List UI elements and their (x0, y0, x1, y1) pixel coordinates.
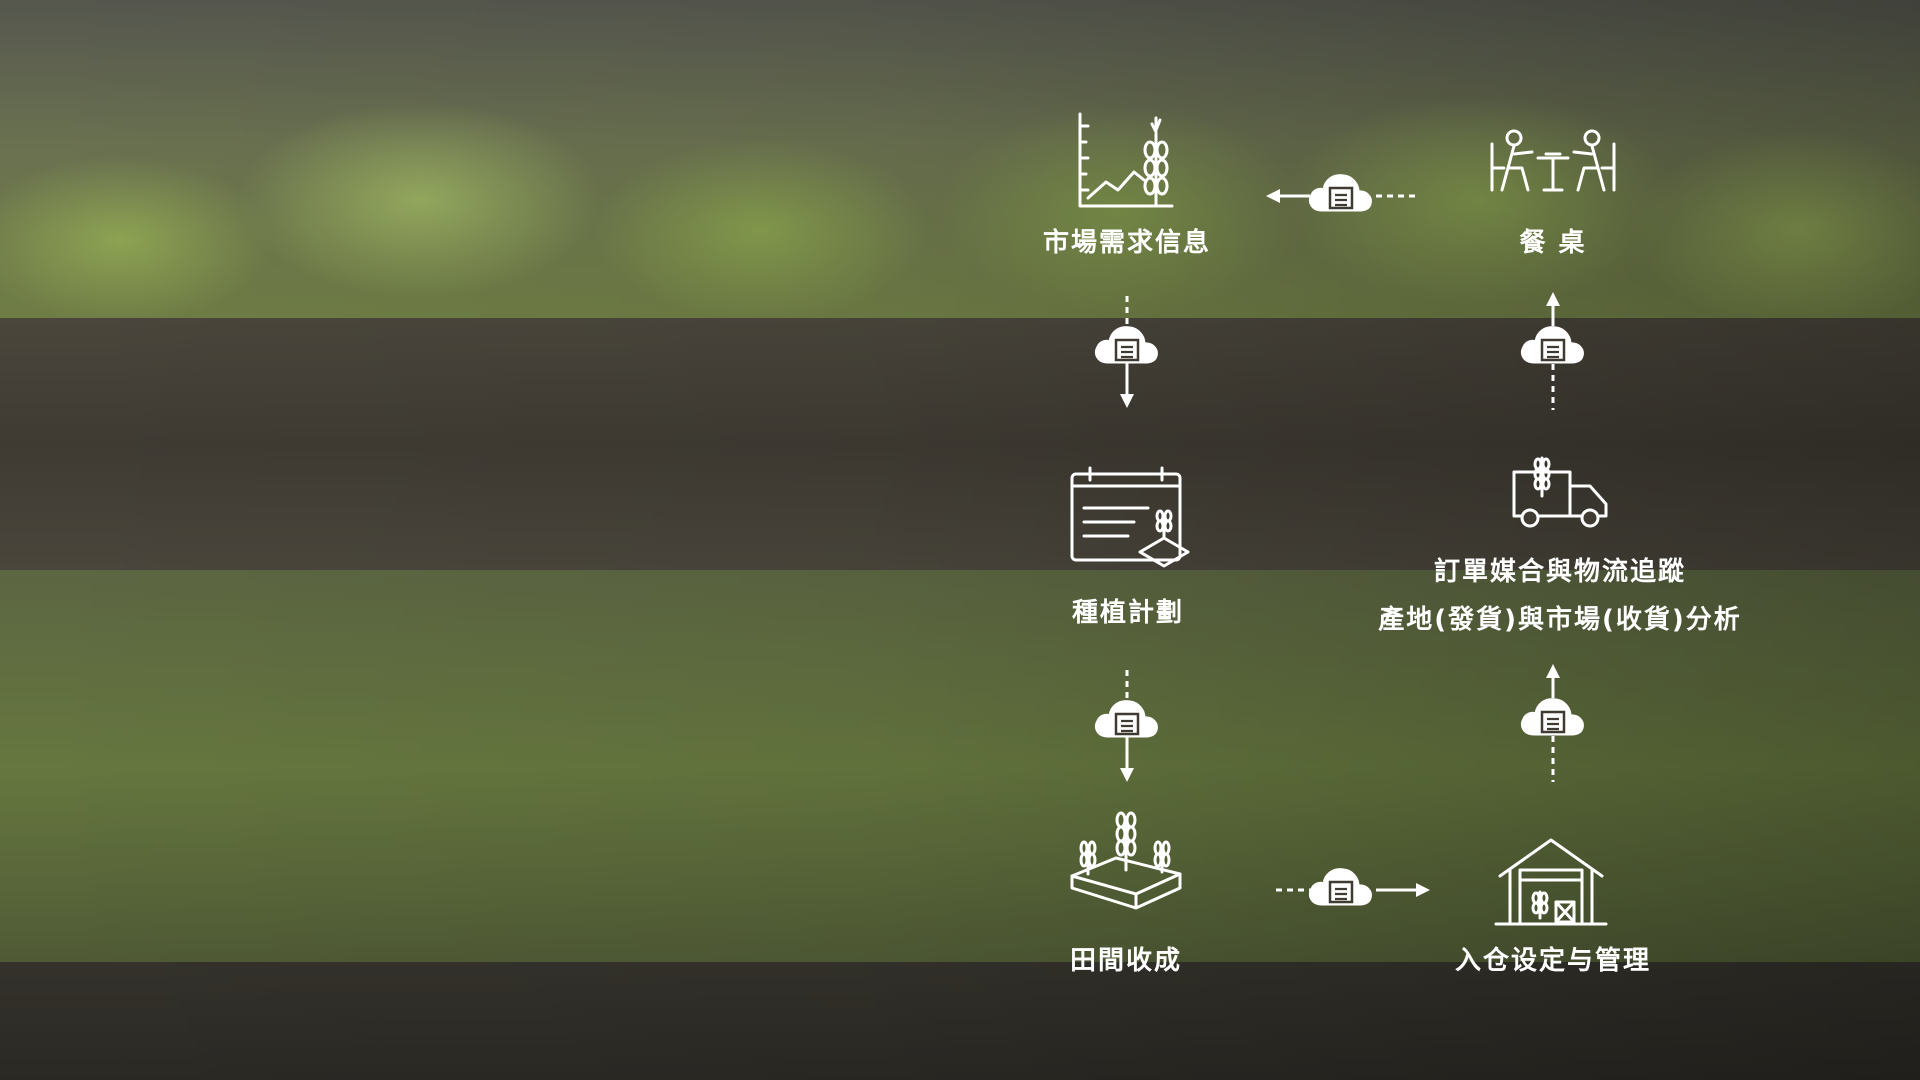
order-logistics-label: 訂單媒合與物流追蹤 產地(發貨)與市場(收貨)分析 (1320, 548, 1800, 644)
dining-table-label: 餐 桌 (1453, 222, 1653, 259)
warehouse-label: 入仓设定与管理 (1418, 940, 1688, 977)
cloud-document-icon (1096, 328, 1156, 362)
connector-dining-to-market (1264, 164, 1424, 224)
connector-market-to-planting (1090, 294, 1164, 414)
field-crop-icon (1068, 808, 1184, 920)
order-logistics-line1: 訂單媒合與物流追蹤 (1320, 548, 1800, 596)
cloud-document-icon (1096, 702, 1156, 736)
cloud-document-icon (1522, 328, 1582, 362)
warehouse-icon (1496, 836, 1606, 926)
field-harvest-label: 田間收成 (1026, 940, 1226, 977)
cloud-document-icon (1522, 700, 1582, 734)
order-logistics-line2: 產地(發貨)與市場(收貨)分析 (1320, 596, 1800, 644)
planting-calendar-icon (1068, 464, 1188, 574)
dining-table-icon (1488, 128, 1618, 198)
cloud-document-icon (1310, 176, 1370, 210)
planting-plan-label: 種植計劃 (1028, 592, 1228, 629)
connector-planting-to-harvest (1090, 668, 1164, 788)
connector-harvest-to-warehouse (1272, 858, 1432, 918)
delivery-truck-icon (1510, 448, 1612, 530)
cloud-document-icon (1310, 870, 1370, 904)
connector-logistics-to-dining (1516, 292, 1590, 414)
connector-warehouse-to-logistics (1516, 664, 1590, 786)
market-chart-icon (1072, 110, 1182, 210)
market-demand-label: 市場需求信息 (1012, 222, 1242, 259)
